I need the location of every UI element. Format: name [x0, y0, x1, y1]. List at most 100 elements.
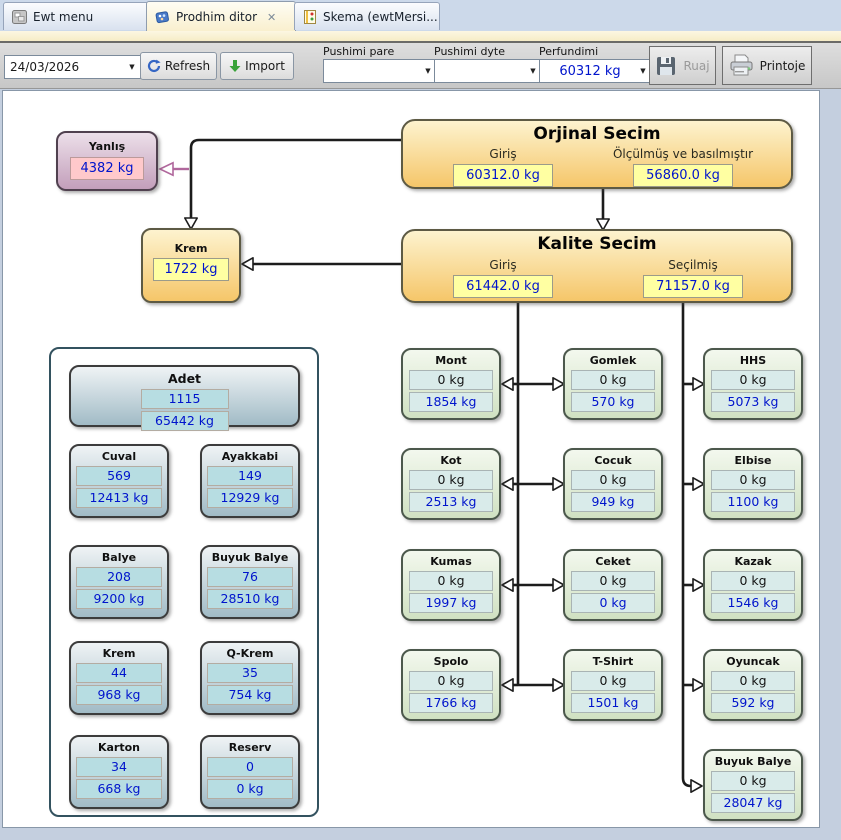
- product-box-gomlek[interactable]: Gomlek 0 kg 570 kg: [563, 348, 663, 420]
- product-kg-field: 0 kg: [571, 470, 655, 490]
- date-picker[interactable]: 24/03/2026 ▼: [4, 55, 141, 79]
- product-total-field: 949 kg: [571, 492, 655, 512]
- product-box-buyuk-balye[interactable]: Buyuk Balye 0 kg 28047 kg: [703, 749, 803, 821]
- product-box-elbise[interactable]: Elbise 0 kg 1100 kg: [703, 448, 803, 520]
- product-total-field: 1546 kg: [711, 593, 795, 613]
- giris-kg-field: 60312.0 kg: [453, 164, 553, 187]
- item-kg-field: 12413 kg: [76, 488, 162, 508]
- item-count-field: 76: [207, 567, 293, 587]
- adet-item-q-krem[interactable]: Q-Krem 35 754 kg: [200, 641, 300, 715]
- pushimi-pare-label: Pushimi pare: [323, 45, 394, 58]
- import-arrow-icon: [229, 59, 241, 73]
- product-total-field: 28047 kg: [711, 793, 795, 813]
- pushimi-dyte-select[interactable]: ▼: [434, 59, 542, 83]
- item-title: Balye: [71, 551, 167, 564]
- product-kg-field: 0 kg: [409, 470, 493, 490]
- yanlis-box[interactable]: Yanlış 4382 kg: [56, 131, 158, 191]
- product-title: Kumas: [403, 555, 499, 568]
- adet-header-box[interactable]: Adet 1115 65442 kg: [69, 365, 300, 427]
- report-icon: [155, 10, 170, 24]
- product-kg-field: 0 kg: [409, 671, 493, 691]
- tab-skema[interactable]: Skema (ewtMersi...: [294, 2, 440, 30]
- perfundimi-select[interactable]: 60312 kg ▼: [539, 59, 652, 83]
- pushimi-pare-select[interactable]: ▼: [323, 59, 437, 83]
- adet-item-ayakkabi[interactable]: Ayakkabi 149 12929 kg: [200, 444, 300, 518]
- product-kg-field: 0 kg: [711, 370, 795, 390]
- yanlis-kg-field: 4382 kg: [70, 157, 144, 180]
- product-total-field: 5073 kg: [711, 392, 795, 412]
- product-kg-field: 0 kg: [711, 470, 795, 490]
- product-title: Ceket: [565, 555, 661, 568]
- product-title: Kot: [403, 454, 499, 467]
- product-title: Gomlek: [565, 354, 661, 367]
- product-kg-field: 0 kg: [571, 370, 655, 390]
- adet-item-cuval[interactable]: Cuval 569 12413 kg: [69, 444, 169, 518]
- krem-kg-field: 1722 kg: [153, 258, 229, 281]
- adet-item-reserv[interactable]: Reserv 0 0 kg: [200, 735, 300, 809]
- save-floppy-icon: [655, 55, 677, 77]
- tab-label: Prodhim ditor: [176, 10, 257, 24]
- product-box-cocuk[interactable]: Cocuk 0 kg 949 kg: [563, 448, 663, 520]
- adet-title: Adet: [71, 371, 298, 386]
- refresh-icon: [147, 59, 161, 73]
- product-kg-field: 0 kg: [571, 671, 655, 691]
- product-box-ceket[interactable]: Ceket 0 kg 0 kg: [563, 549, 663, 621]
- krem-title: Krem: [143, 242, 239, 255]
- product-box-kazak[interactable]: Kazak 0 kg 1546 kg: [703, 549, 803, 621]
- item-title: Ayakkabi: [202, 450, 298, 463]
- toolbar: 24/03/2026 ▼ Refresh Import Pushimi pare…: [0, 43, 841, 89]
- krem-box[interactable]: Krem 1722 kg: [141, 228, 241, 303]
- tab-ewt-menu[interactable]: Ewt menu: [3, 2, 149, 30]
- product-box-spolo[interactable]: Spolo 0 kg 1766 kg: [401, 649, 501, 721]
- secilmis-kg-field: 71157.0 kg: [643, 275, 743, 298]
- adet-item-krem[interactable]: Krem 44 968 kg: [69, 641, 169, 715]
- printoje-button[interactable]: Printoje: [722, 46, 812, 85]
- product-box-kumas[interactable]: Kumas 0 kg 1997 kg: [401, 549, 501, 621]
- item-count-field: 208: [76, 567, 162, 587]
- yanlis-title: Yanlış: [58, 140, 156, 153]
- item-kg-field: 28510 kg: [207, 589, 293, 609]
- item-title: Cuval: [71, 450, 167, 463]
- product-box-hhs[interactable]: HHS 0 kg 5073 kg: [703, 348, 803, 420]
- item-title: Q-Krem: [202, 647, 298, 660]
- product-box-mont[interactable]: Mont 0 kg 1854 kg: [401, 348, 501, 420]
- product-box-kot[interactable]: Kot 0 kg 2513 kg: [401, 448, 501, 520]
- refresh-button[interactable]: Refresh: [140, 52, 217, 80]
- close-tab-icon[interactable]: ✕: [267, 12, 276, 23]
- orjinal-secim-box[interactable]: Orjinal Secim Giriş 60312.0 kg Ölçülmüş …: [401, 119, 793, 189]
- giris-label: Giriş: [428, 258, 578, 272]
- olculmus-label: Ölçülmüş ve basılmıştır: [598, 147, 768, 161]
- item-kg-field: 9200 kg: [76, 589, 162, 609]
- product-total-field: 2513 kg: [409, 492, 493, 512]
- import-button[interactable]: Import: [220, 52, 294, 80]
- item-kg-field: 968 kg: [76, 685, 162, 705]
- product-total-field: 1501 kg: [571, 693, 655, 713]
- product-title: Kazak: [705, 555, 801, 568]
- product-total-field: 570 kg: [571, 392, 655, 412]
- item-title: Buyuk Balye: [202, 551, 298, 564]
- product-box-oyuncak[interactable]: Oyuncak 0 kg 592 kg: [703, 649, 803, 721]
- product-kg-field: 0 kg: [711, 571, 795, 591]
- date-value: 24/03/2026: [10, 60, 79, 74]
- ruaj-label: Ruaj: [683, 59, 709, 73]
- adet-kg-field: 65442 kg: [141, 411, 229, 431]
- product-box-t-shirt[interactable]: T-Shirt 0 kg 1501 kg: [563, 649, 663, 721]
- refresh-label: Refresh: [165, 59, 210, 73]
- adet-item-balye[interactable]: Balye 208 9200 kg: [69, 545, 169, 619]
- schema-icon: [303, 10, 317, 24]
- item-kg-field: 754 kg: [207, 685, 293, 705]
- adet-item-buyuk-balye[interactable]: Buyuk Balye 76 28510 kg: [200, 545, 300, 619]
- kalite-secim-box[interactable]: Kalite Secim Giriş 61442.0 kg Seçilmiş 7…: [401, 229, 793, 303]
- product-title: T-Shirt: [565, 655, 661, 668]
- giris-kg-field: 61442.0 kg: [453, 275, 553, 298]
- secilmis-label: Seçilmiş: [618, 258, 768, 272]
- product-kg-field: 0 kg: [571, 571, 655, 591]
- tab-prodhim-ditor[interactable]: Prodhim ditor ✕: [146, 1, 296, 32]
- kalite-secim-title: Kalite Secim: [403, 234, 791, 254]
- ruaj-button[interactable]: Ruaj: [649, 46, 716, 85]
- adet-item-karton[interactable]: Karton 34 668 kg: [69, 735, 169, 809]
- product-total-field: 1100 kg: [711, 492, 795, 512]
- item-count-field: 0: [207, 757, 293, 777]
- chevron-down-icon[interactable]: ▼: [124, 56, 140, 78]
- item-title: Karton: [71, 741, 167, 754]
